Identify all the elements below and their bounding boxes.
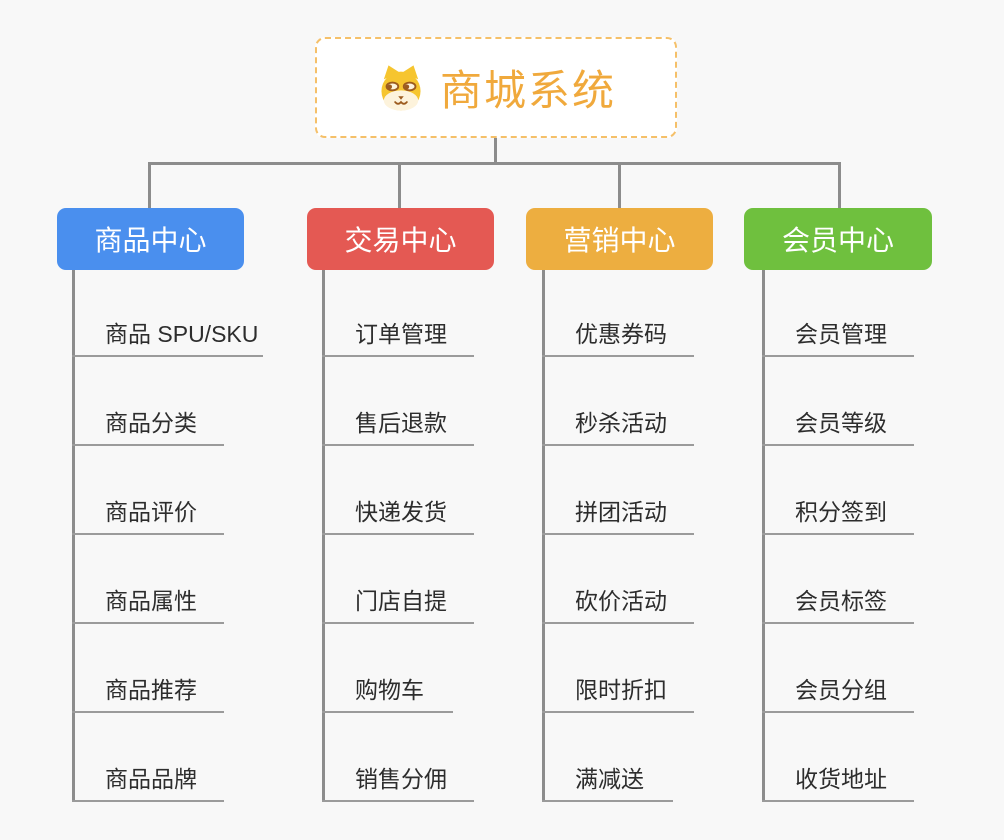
tree-item[interactable]: 优惠券码 [542, 317, 694, 357]
tree-item[interactable]: 会员标签 [762, 584, 914, 624]
tree-item[interactable]: 商品评价 [72, 495, 224, 535]
tree-item[interactable]: 快递发货 [322, 495, 474, 535]
tree-item[interactable]: 销售分佣 [322, 762, 474, 802]
tree-item[interactable]: 秒杀活动 [542, 406, 694, 446]
connector-drop [618, 163, 621, 208]
tree-item[interactable]: 会员管理 [762, 317, 914, 357]
tree-item[interactable]: 收货地址 [762, 762, 914, 802]
branch-trunk [72, 270, 75, 800]
shiba-dog-icon [381, 64, 421, 111]
tree-item[interactable]: 限时折扣 [542, 673, 694, 713]
branch-header-marketing-center[interactable]: 营销中心 [526, 208, 713, 270]
root-title: 商城系统 [439, 67, 616, 114]
connector-drop [838, 163, 841, 208]
branch-trunk [322, 270, 325, 800]
tree-item[interactable]: 售后退款 [322, 406, 474, 446]
branch-trunk [762, 270, 765, 800]
tree-item[interactable]: 砍价活动 [542, 584, 694, 624]
tree-item[interactable]: 会员等级 [762, 406, 914, 446]
root-node[interactable]: 商城系统 [315, 37, 677, 138]
connector-drop [148, 163, 151, 208]
connector-root-stub [494, 138, 497, 164]
tree-item[interactable]: 商品分类 [72, 406, 224, 446]
tree-item[interactable]: 积分签到 [762, 495, 914, 535]
connector-rail [148, 162, 841, 165]
connector-drop [398, 163, 401, 208]
branch-header-member-center[interactable]: 会员中心 [744, 208, 932, 270]
tree-item[interactable]: 商品推荐 [72, 673, 224, 713]
branch-header-trade-center[interactable]: 交易中心 [307, 208, 494, 270]
branch-header-product-center[interactable]: 商品中心 [57, 208, 244, 270]
tree-item[interactable]: 购物车 [322, 673, 453, 713]
tree-item[interactable]: 满减送 [542, 762, 673, 802]
tree-item[interactable]: 商品 SPU/SKU [72, 317, 263, 357]
tree-item[interactable]: 订单管理 [322, 317, 474, 357]
tree-item[interactable]: 商品品牌 [72, 762, 224, 802]
tree-item[interactable]: 会员分组 [762, 673, 914, 713]
branch-trunk [542, 270, 545, 800]
tree-item[interactable]: 门店自提 [322, 584, 474, 624]
tree-item[interactable]: 商品属性 [72, 584, 224, 624]
tree-item[interactable]: 拼团活动 [542, 495, 694, 535]
